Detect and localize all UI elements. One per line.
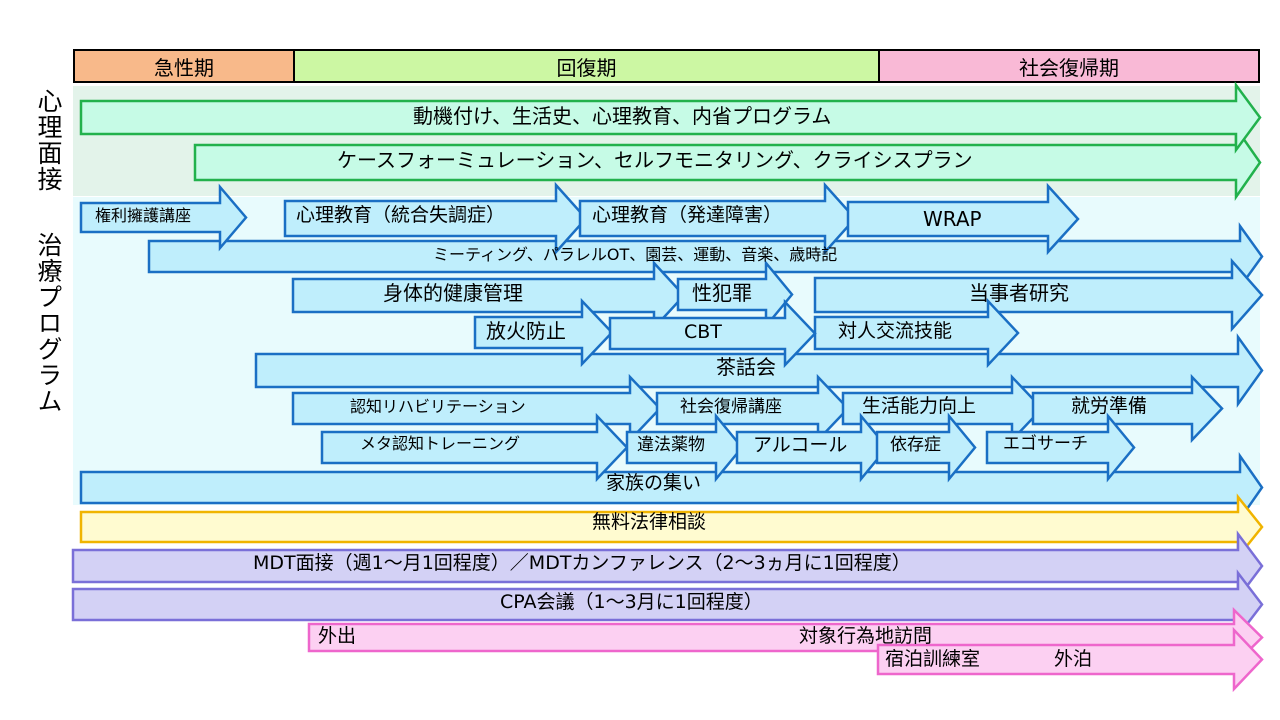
arrow-cbt (608, 298, 817, 369)
arrow-psychoed-dev (578, 181, 857, 256)
arrow-dependency (875, 412, 977, 483)
arrow-metacognitive (320, 412, 629, 483)
arrow-arson (473, 297, 614, 368)
arrow-life-skills (841, 373, 1044, 444)
arrow-family (79, 452, 1264, 523)
arrow-mdt (71, 530, 1264, 602)
arrow-sexual-crime (676, 259, 794, 330)
psych-interview-side-label: 心理面接 (34, 88, 63, 192)
phase-social-return-label: 社会復帰期 (1019, 55, 1119, 80)
arrow-tea (254, 333, 1264, 408)
arrow-alcohol (735, 412, 889, 483)
arrow-legal (79, 493, 1264, 561)
arrow-ego-search (985, 412, 1136, 483)
arrow-case-formulation (193, 124, 1262, 201)
arrow-wrap (846, 182, 1080, 256)
treatment-program-side-label: 治療プログラム (34, 232, 63, 414)
phase-acute: 急性期 (73, 49, 295, 83)
arrow-psychoed-schizo (283, 181, 588, 256)
arrow-interpersonal (813, 297, 1020, 369)
arrow-meeting (147, 222, 1264, 291)
arrow-overnight (876, 626, 1264, 693)
arrow-cpa (71, 569, 1264, 640)
phase-recovery-label: 回復期 (556, 55, 617, 80)
arrow-tojisha (813, 257, 1264, 333)
phase-recovery: 回復期 (293, 49, 880, 83)
arrow-cognitive-rehab (291, 373, 662, 444)
arrow-illegal-drugs (625, 412, 744, 483)
arrow-employment (1031, 373, 1224, 444)
arrow-rights-advocacy (79, 183, 248, 252)
arrow-motivation (79, 81, 1262, 154)
phase-acute-label: 急性期 (154, 55, 214, 80)
phase-social-return: 社会復帰期 (878, 49, 1260, 83)
arrow-social-return (655, 373, 850, 444)
